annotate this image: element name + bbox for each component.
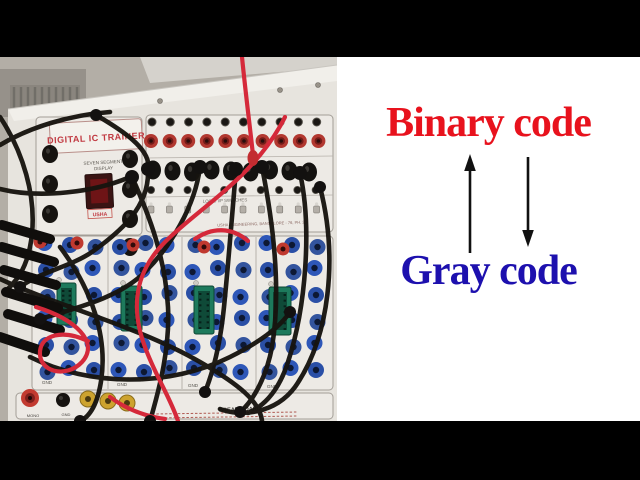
red-plug [247, 150, 259, 166]
gnd-power-label: GND [62, 412, 71, 417]
gnd-labels: GND GND GND GND [42, 380, 278, 389]
letterbox-bottom [0, 421, 640, 480]
fine-print-lines [151, 411, 299, 419]
gnd-label-2: GND [117, 382, 128, 387]
annotation-panel: Binary code Gray code [337, 57, 640, 421]
mono-label: MONO [27, 413, 39, 418]
conversion-arrows [464, 154, 534, 253]
letterbox-top [0, 0, 640, 57]
trainer-photo-art: DIGITAL IC TRAINER SEVEN SEGMENT DISPLAY… [0, 54, 338, 427]
gnd-label-3: GND [188, 383, 199, 388]
gnd-label-1: GND [42, 380, 53, 385]
brand-badge [87, 208, 113, 220]
arrow-up-icon [464, 154, 476, 253]
wall [140, 57, 337, 83]
plug-blobs [14, 109, 326, 427]
gnd-label-4: GND [267, 384, 278, 389]
binary-code-label: Binary code [386, 100, 592, 146]
gray-code-label: Gray code [400, 248, 577, 294]
left-plug-ladder [0, 220, 65, 357]
switches-label: LOGIC I/P SWITCHES [203, 197, 248, 204]
case-screws [157, 82, 321, 104]
maker-label: USHA ENGINEERING, BANGALORE - 76, PH. 23 [217, 219, 307, 227]
brand-label: USHA [92, 212, 107, 219]
red-wires [33, 54, 288, 424]
display-label-line1: SEVEN SEGMENT [83, 159, 123, 166]
arrow-down-icon [522, 157, 534, 247]
display-label-line2: DISPLAY [94, 165, 113, 171]
trainer-photo: DIGITAL IC TRAINER SEVEN SEGMENT DISPLAY… [0, 54, 338, 427]
